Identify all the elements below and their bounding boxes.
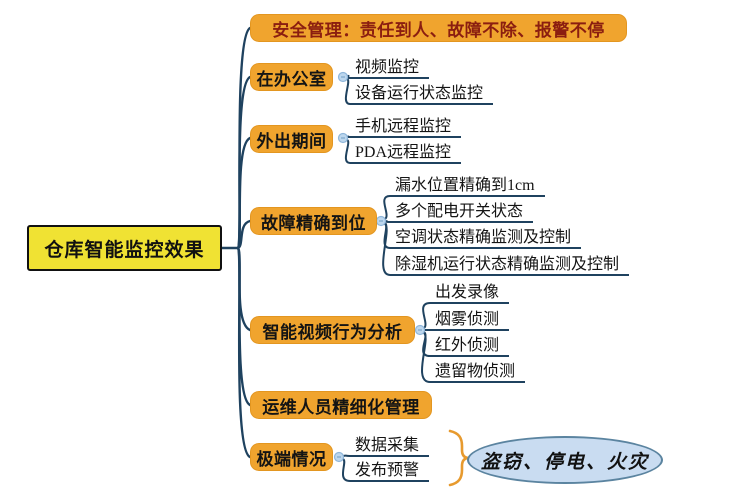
leaf-node[interactable]: PDA远程监控 xyxy=(350,143,462,164)
branch4-child4-connector xyxy=(382,223,391,276)
callout-label: 盗窃、停电、火灾 xyxy=(480,451,649,473)
branch-label: 运维人员精细化管理 xyxy=(262,397,420,417)
branch-node-video-analysis[interactable]: 智能视频行为分析 xyxy=(250,316,415,344)
branch5-child1-connector xyxy=(422,302,431,329)
minus-icon xyxy=(337,76,422,458)
branch5-child4-connector xyxy=(421,332,431,383)
branch-label: 在办公室 xyxy=(256,69,327,89)
leaf-node[interactable]: 多个配电开关状态 xyxy=(390,202,534,223)
callout-ellipse[interactable]: 盗窃、停电、火灾 xyxy=(467,436,663,484)
branch3-child2-connector xyxy=(344,139,351,164)
root-branch3-connector xyxy=(236,136,252,250)
branch-node-in-office[interactable]: 在办公室 xyxy=(250,63,333,91)
branch-node-out-of-office[interactable]: 外出期间 xyxy=(250,125,333,153)
leaf-node[interactable]: 除湿机运行状态精确监测及控制 xyxy=(390,255,630,276)
leaf-node[interactable]: 烟雾侦测 xyxy=(430,310,510,331)
branch-label: 故障精确到位 xyxy=(261,213,366,233)
root-branch4-connector xyxy=(236,219,252,250)
branch4-child1-connector xyxy=(383,195,391,220)
branch2-child2-connector xyxy=(344,78,351,105)
branch-node-fault-precision[interactable]: 故障精确到位 xyxy=(250,207,377,235)
branch7-child2-connector xyxy=(341,458,351,482)
branch-node-staff-management[interactable]: 运维人员精细化管理 xyxy=(250,391,432,419)
branch-label: 外出期间 xyxy=(256,131,327,151)
branch-node-extreme-cases[interactable]: 极端情况 xyxy=(250,443,333,471)
root-label: 仓库智能监控效果 xyxy=(44,239,205,261)
branch-label: 智能视频行为分析 xyxy=(262,322,403,342)
root-branch7-connector xyxy=(236,246,252,459)
branch-label: 极端情况 xyxy=(256,449,327,469)
leaf-node[interactable]: 发布预警 xyxy=(350,461,430,482)
leaf-node[interactable]: 手机远程监控 xyxy=(350,117,462,138)
leaf-node[interactable]: 遗留物侦测 xyxy=(430,362,526,383)
leaf-node[interactable]: 空调状态精确监测及控制 xyxy=(390,228,582,249)
branch-label: 安全管理：责任到人、故障不除、报警不停 xyxy=(272,20,605,40)
leaf-node[interactable]: 设备运行状态监控 xyxy=(350,84,494,105)
root-node[interactable]: 仓库智能监控效果 xyxy=(27,225,222,271)
branch-node-safety[interactable]: 安全管理：责任到人、故障不除、报警不停 xyxy=(250,14,627,42)
leaf-node[interactable]: 红外侦测 xyxy=(430,336,510,357)
leaf-node[interactable]: 出发录像 xyxy=(430,283,510,304)
leaf-node[interactable]: 漏水位置精确到1cm xyxy=(390,176,545,197)
leaf-node[interactable]: 视频监控 xyxy=(350,58,430,79)
leaf-node[interactable]: 数据采集 xyxy=(350,436,430,457)
